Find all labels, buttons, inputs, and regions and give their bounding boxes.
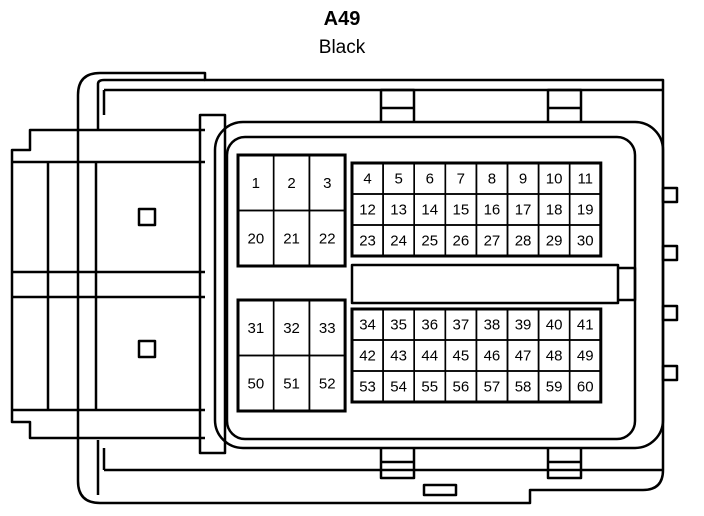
body-frame-outer [213,120,665,450]
pin-cavity-52 [308,354,346,412]
pin-label-10: 10 [546,171,563,188]
pin-label-56: 56 [453,379,470,396]
pin-label-3: 3 [323,175,331,192]
pin-label-57: 57 [484,379,501,396]
pin-label-14: 14 [421,202,438,219]
pin-label-8: 8 [488,171,496,188]
pin-cavity-30 [568,224,602,257]
pin-cavity-60 [568,370,602,403]
latch-outline [10,128,205,440]
pin-label-19: 19 [577,202,594,219]
latch-marker-bottom [137,339,157,359]
pin-label-21: 21 [283,230,300,247]
lock-top-1 [379,88,416,123]
pin-label-20: 20 [248,230,265,247]
pin-label-2: 2 [287,175,295,192]
pin-label-31: 31 [248,320,265,337]
pin-label-32: 32 [283,320,300,337]
pin-label-4: 4 [363,171,371,188]
pin-label-50: 50 [248,375,265,392]
pin-label-26: 26 [453,233,470,250]
pin-label-15: 15 [453,202,470,219]
pin-label-48: 48 [546,348,563,365]
pin-label-6: 6 [426,171,434,188]
pin-label-18: 18 [546,202,563,219]
pin-label-9: 9 [519,171,527,188]
pin-label-37: 37 [453,317,470,334]
side-rib-4 [661,364,679,382]
pin-label-30: 30 [577,233,594,250]
pin-label-59: 59 [546,379,563,396]
pin-label-42: 42 [359,348,376,365]
front-plate [198,113,227,455]
pin-label-41: 41 [577,317,594,334]
pin-label-24: 24 [390,233,407,250]
pin-label-39: 39 [515,317,532,334]
pin-label-36: 36 [421,317,438,334]
center-slot [350,263,637,305]
pin-cavity-22 [308,209,346,267]
pin-label-11: 11 [577,171,593,188]
lock-top-2 [546,88,583,123]
pin-label-33: 33 [319,320,336,337]
side-rib-1 [661,186,679,204]
connector-id: A49 [323,8,361,30]
pin-label-53: 53 [359,379,376,396]
pin-label-51: 51 [283,375,300,392]
pin-label-38: 38 [484,317,501,334]
pin-label-22: 22 [319,230,336,247]
pin-label-58: 58 [515,379,532,396]
pin-label-12: 12 [359,202,376,219]
pin-label-7: 7 [457,171,465,188]
pin-label-45: 45 [453,348,470,365]
pin-label-29: 29 [546,233,563,250]
pin-label-1: 1 [252,175,260,192]
pin-label-23: 23 [359,233,376,250]
side-rib-2 [661,244,679,262]
pin-label-43: 43 [390,348,407,365]
pin-label-13: 13 [390,202,407,219]
pin-label-47: 47 [515,348,532,365]
pin-label-52: 52 [319,375,336,392]
pin-label-25: 25 [421,233,438,250]
pin-label-46: 46 [484,348,501,365]
pin-label-40: 40 [546,317,563,334]
latch-marker-top [137,207,157,227]
side-rib-3 [661,304,679,322]
pin-label-60: 60 [577,379,594,396]
pin-label-44: 44 [421,348,438,365]
pin-label-16: 16 [484,202,501,219]
pin-label-5: 5 [394,171,402,188]
pin-label-35: 35 [390,317,407,334]
pin-label-54: 54 [390,379,407,396]
pin-label-55: 55 [421,379,438,396]
housing-rail-bottom [96,440,663,495]
key-tab-bottom [422,483,458,497]
pin-label-49: 49 [577,348,594,365]
pin-label-17: 17 [515,202,532,219]
latch-inner [12,160,205,412]
housing-outline [76,71,665,505]
connector-color: Black [318,37,366,58]
pin-label-28: 28 [515,233,532,250]
pin-label-34: 34 [359,317,376,334]
pin-label-27: 27 [484,233,501,250]
